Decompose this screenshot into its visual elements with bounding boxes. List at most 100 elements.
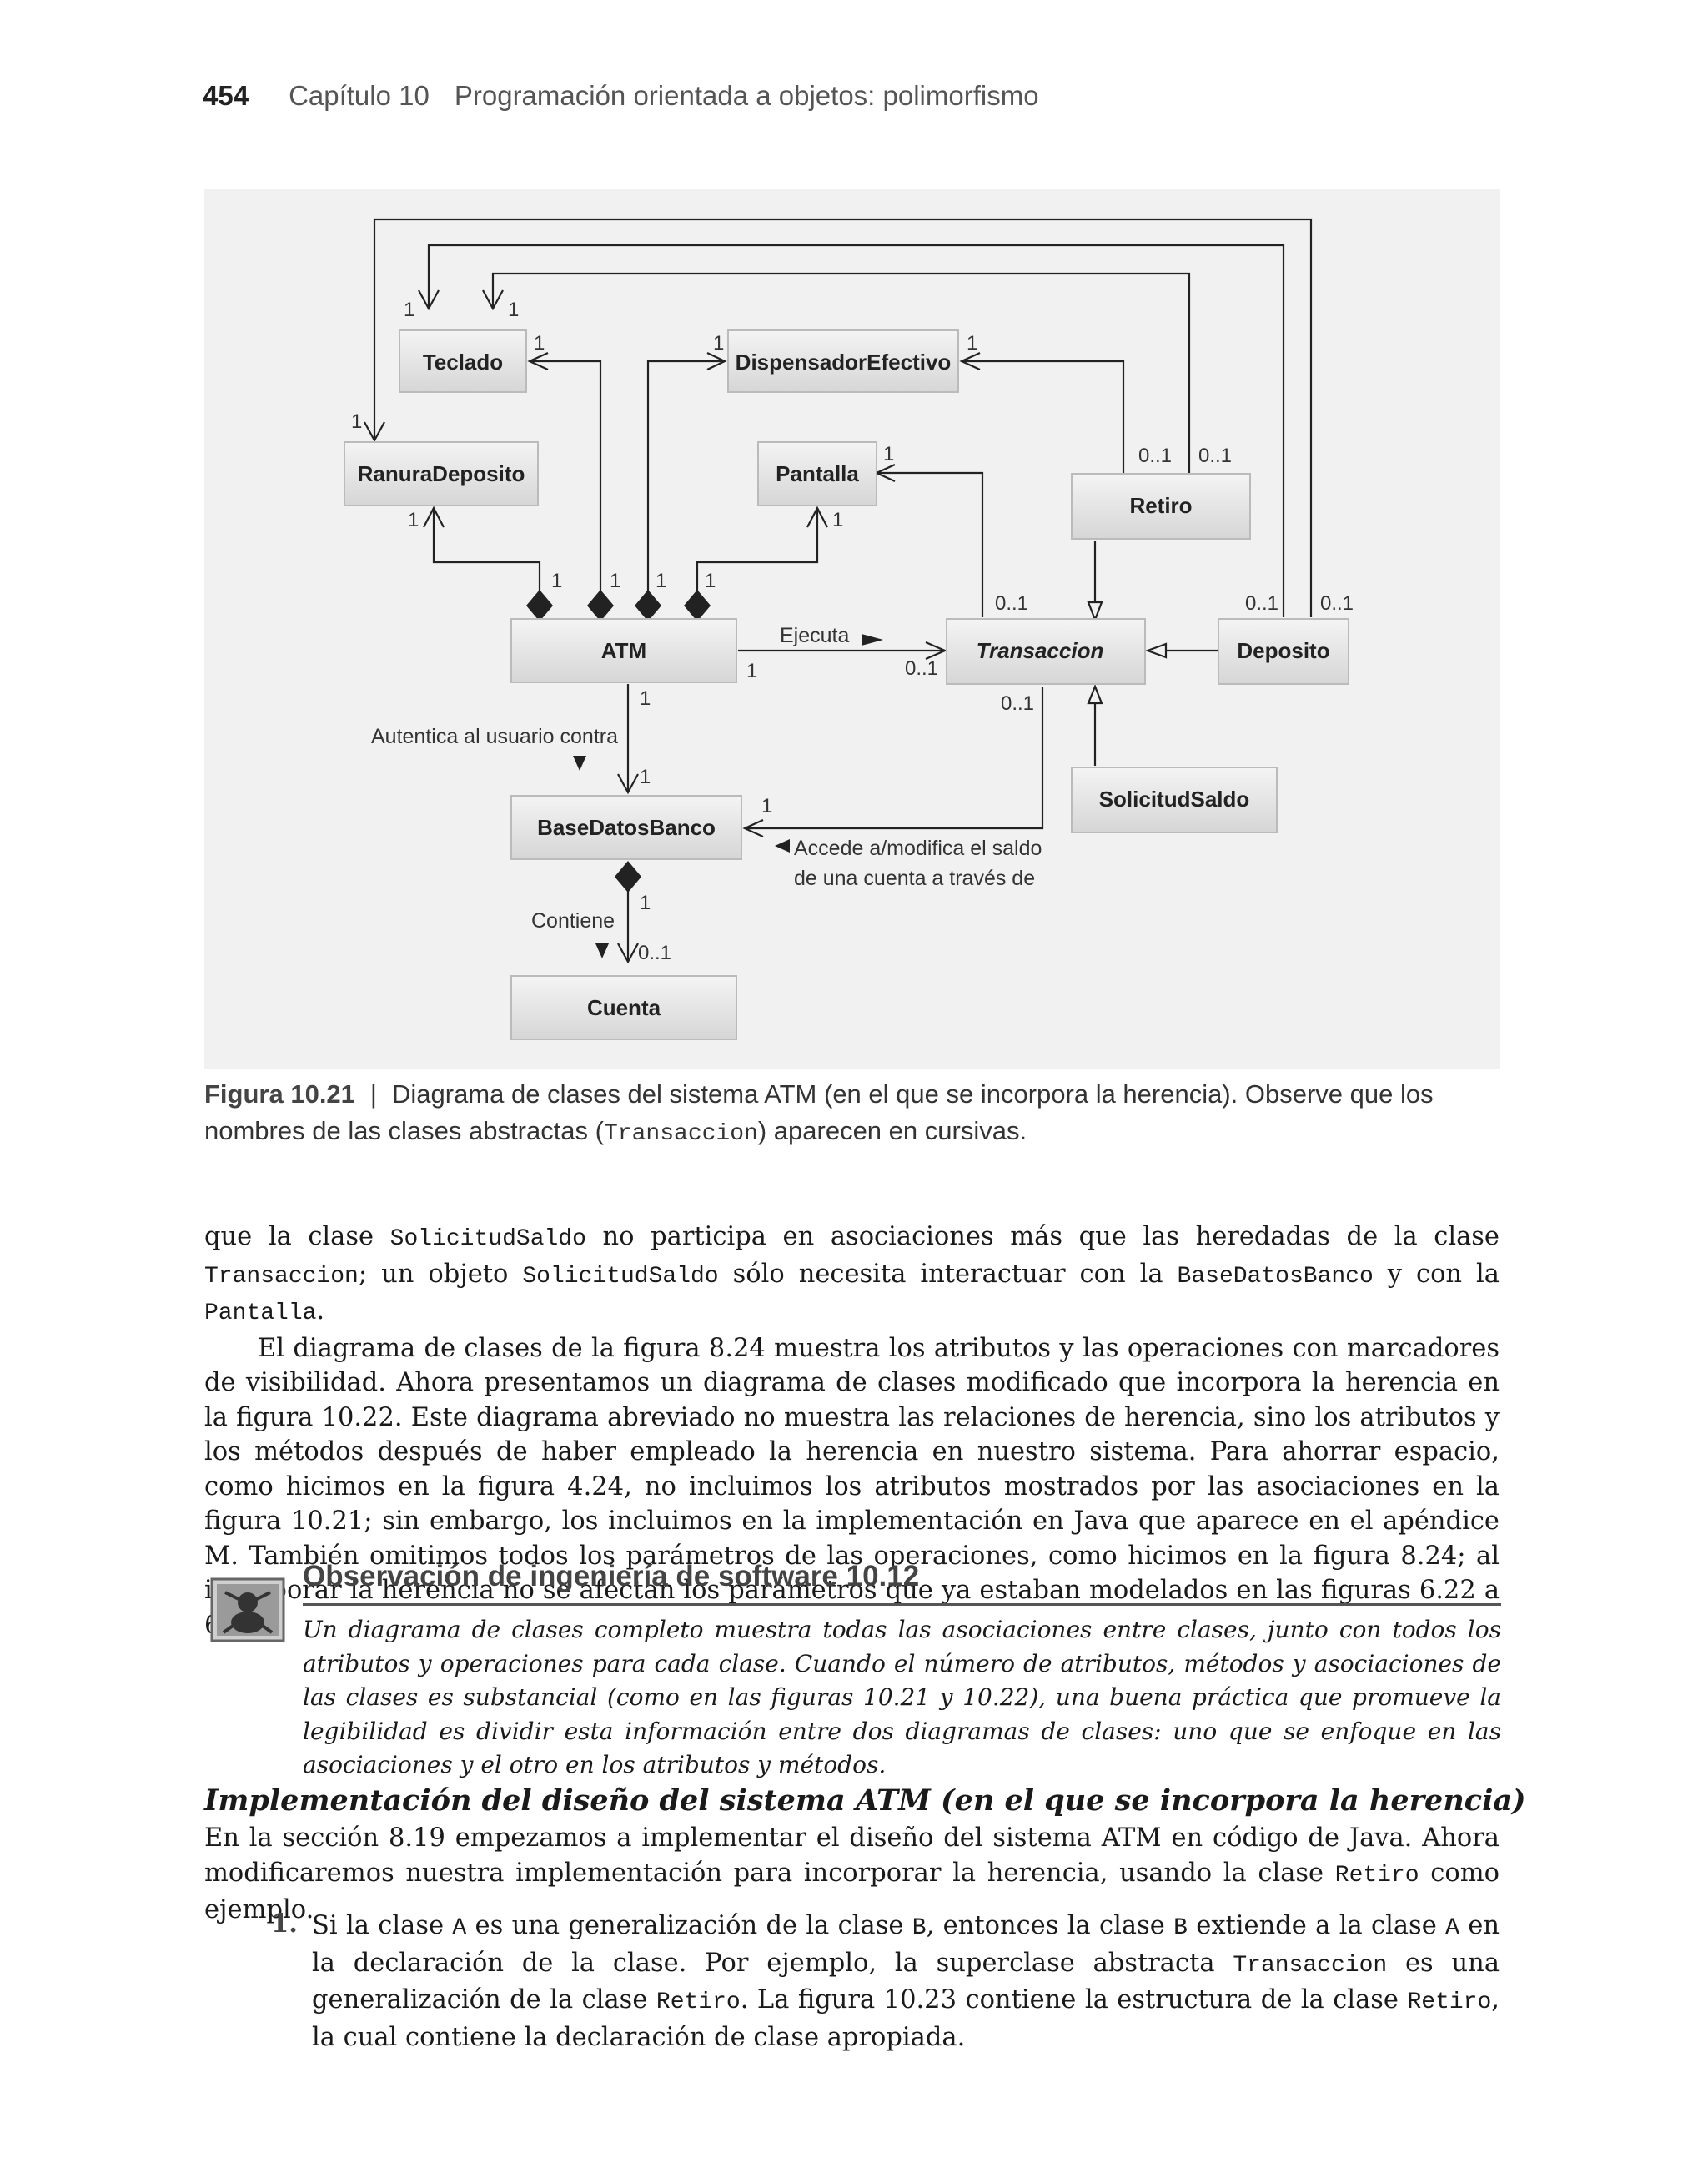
label-accede-2: de una cuenta a través de — [794, 867, 1035, 890]
mult-ejecuta-atm: 1 — [746, 660, 757, 682]
p1-code-3: SolicitudSaldo — [522, 1263, 719, 1290]
li-code-2: B — [912, 1915, 927, 1941]
li-code-5: Transaccion — [1233, 1952, 1388, 1979]
class-name-deposito: Deposito — [1237, 638, 1329, 663]
software-engineering-icon — [210, 1577, 285, 1642]
li-text-8: , la cual contiene la declaración de cla… — [312, 1985, 1500, 2052]
mult-dispensador-retiro: 1 — [967, 332, 977, 355]
class-name-cuenta: Cuenta — [587, 995, 661, 1020]
page-number: 454 — [203, 80, 249, 111]
body-paragraph-2: El diagrama de clases de la figura 8.24 … — [204, 1333, 1500, 1640]
class-name-teclado: Teclado — [423, 350, 503, 375]
section-paragraph: En la sección 8.19 empezamos a implement… — [204, 1821, 1500, 1928]
software-observation-text: Un diagrama de clases completo muestra t… — [303, 1616, 1501, 1778]
mult-transaccion-pantalla: 0..1 — [995, 592, 1028, 615]
class-name-solicitud: SolicitudSaldo — [1099, 787, 1250, 812]
class-box-teclado — [399, 329, 527, 393]
body-paragraph-1: que la clase SolicitudSaldo no participa… — [204, 1220, 1500, 1642]
class-name-atm: ATM — [601, 638, 646, 663]
caption-separator: | — [369, 1079, 377, 1109]
mult-teclado-atm: 1 — [534, 332, 545, 355]
li-code-6: Retiro — [656, 1989, 741, 2015]
list-number: 1. — [271, 1909, 298, 1939]
class-box-transaccion — [946, 618, 1146, 685]
mult-deposito-teclado: 0..1 — [1245, 592, 1278, 615]
multiplicities: 1 1 1 1 1 1 1 1 1 0..1 0..1 1 1 1 1 0..1… — [351, 299, 1354, 964]
caption-code: Transaccion — [604, 1121, 758, 1147]
chapter-label: Capítulo 10 — [289, 80, 430, 111]
class-name-retiro: Retiro — [1129, 493, 1192, 518]
mult-atm-basedatos-bd: 1 — [640, 766, 651, 788]
association-labels: Ejecuta Autentica al usuario contra Acce… — [371, 624, 1042, 933]
uml-class-diagram: Teclado DispensadorEfectivo RanuraDeposi… — [204, 189, 1500, 1069]
class-names: Teclado DispensadorEfectivo RanuraDeposi… — [358, 350, 1330, 1020]
chapter-title: Programación orientada a objetos: polimo… — [454, 80, 1039, 111]
class-box-atm — [510, 618, 737, 683]
generalization-triangles — [1087, 601, 1168, 705]
class-box-solicitud — [1071, 767, 1278, 833]
figure-caption: Figura 10.21 |Diagrama de clases del sist… — [204, 1076, 1505, 1153]
mult-teclado-deposito: 1 — [404, 299, 414, 321]
p1-text-6: . — [316, 1296, 325, 1325]
p1-text-3: ; un objeto — [358, 1259, 523, 1289]
class-box-deposito — [1218, 618, 1349, 685]
mult-transaccion-basedatos: 0..1 — [1001, 692, 1034, 715]
class-name-transaccion: Transaccion — [977, 638, 1104, 663]
p1-text-4: sólo necesita interactuar con la — [718, 1259, 1178, 1289]
p1-code-1: SolicitudSaldo — [389, 1226, 586, 1252]
mult-atm-dispensador: 1 — [656, 570, 666, 592]
mult-atm-teclado: 1 — [610, 570, 620, 592]
p1-text-2: no participa en asociaciones más que las… — [585, 1222, 1500, 1251]
li-code-4: A — [1445, 1915, 1459, 1941]
mult-ranura-deposito: 1 — [351, 410, 362, 433]
mult-atm-pantalla: 1 — [705, 570, 716, 592]
class-box-dispensador — [727, 329, 959, 393]
li-text-5: en la declaración de la clase. Por ejemp… — [312, 1911, 1500, 1978]
p1-code-4: BaseDatosBanco — [1177, 1263, 1374, 1290]
p1-text-1: que la clase — [204, 1222, 390, 1251]
figure-label: Figura 10.21 — [204, 1079, 355, 1109]
class-boxes — [344, 329, 1349, 1040]
label-accede-1: Accede a/modifica el saldo — [794, 837, 1042, 860]
divider — [303, 1603, 1501, 1606]
mult-ranura-atm: 1 — [408, 509, 419, 531]
class-name-ranura: RanuraDeposito — [358, 461, 525, 486]
mult-atm-ranura: 1 — [551, 570, 562, 592]
class-name-pantalla: Pantalla — [776, 461, 859, 486]
li-text-7: . La figura 10.23 contiene la estructura… — [740, 1985, 1408, 2015]
class-box-pantalla — [757, 441, 877, 506]
mult-basedatos-transaccion: 1 — [761, 795, 772, 817]
mult-retiro-teclado: 0..1 — [1198, 445, 1232, 467]
section-text-2: como ejemplo. — [204, 1858, 1500, 1925]
label-autentica: Autentica al usuario contra — [371, 725, 618, 748]
list-item: Si la clase A es una generalización de l… — [312, 1909, 1500, 2055]
li-code-7: Retiro — [1407, 1989, 1492, 2015]
label-ejecuta: Ejecuta — [780, 624, 849, 647]
li-text-2: es una generalización de la clase — [466, 1911, 912, 1940]
mult-pantalla-atm: 1 — [832, 509, 843, 531]
section-text-1: En la sección 8.19 empezamos a implement… — [204, 1823, 1500, 1888]
p1-code-5: Pantalla — [204, 1300, 317, 1326]
caption-text-1: Diagrama de clases del sistema ATM (en e… — [204, 1079, 1434, 1145]
mult-retiro-dispensador: 0..1 — [1138, 445, 1172, 467]
li-code-3: B — [1173, 1915, 1188, 1941]
software-observation-title: Observación de ingeniería de software 10… — [303, 1560, 920, 1592]
mult-basedatos-cuenta-cuenta: 0..1 — [638, 942, 671, 964]
navigability-arrowheads — [364, 289, 981, 964]
mult-pantalla-transaccion: 1 — [883, 443, 894, 465]
class-name-basedatos: BaseDatosBanco — [537, 815, 716, 840]
caption-text-2: ) aparecen en cursivas. — [757, 1116, 1027, 1145]
running-head: 454 Capítulo 10 Programación orientada a o… — [203, 80, 1039, 112]
p1-code-2: Transaccion — [204, 1263, 359, 1290]
li-text-4: extiende a la clase — [1187, 1911, 1446, 1940]
mult-ejecuta-transaccion: 0..1 — [905, 657, 938, 680]
class-box-cuenta — [510, 975, 737, 1040]
class-box-basedatos — [510, 795, 742, 860]
li-text-6: es una generalización de la clase — [312, 1948, 1500, 2015]
class-box-retiro — [1071, 473, 1251, 540]
association-direction-triangles — [573, 634, 883, 958]
p1-text-5: y con la — [1373, 1259, 1500, 1289]
li-code-1: A — [452, 1915, 467, 1941]
class-box-ranura — [344, 441, 539, 506]
li-text-3: , entonces la clase — [926, 1911, 1174, 1940]
